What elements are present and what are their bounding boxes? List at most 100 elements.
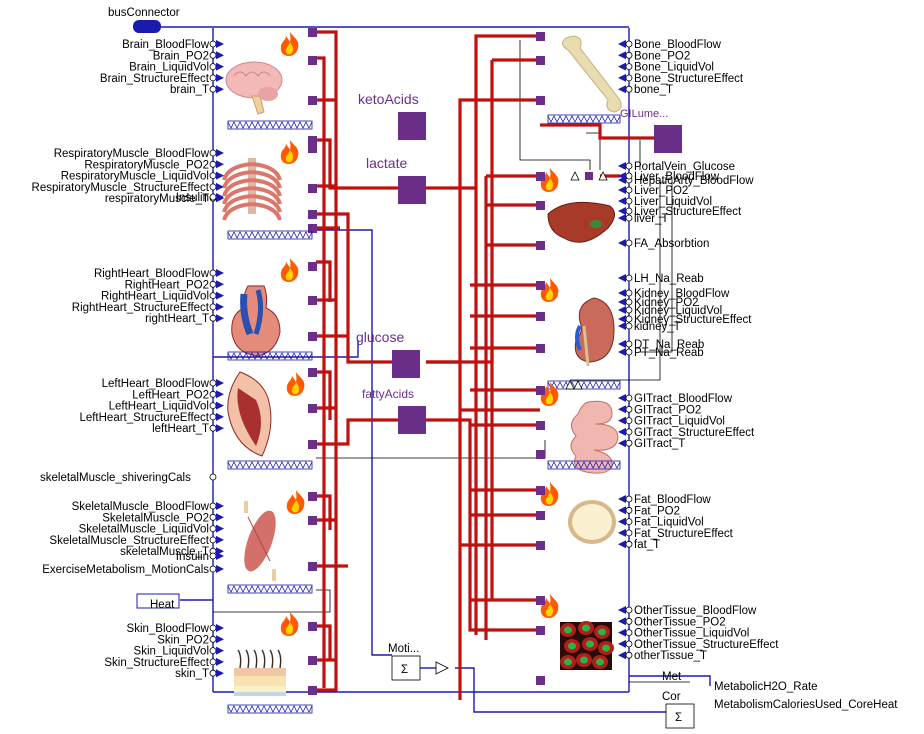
organ-block-skin[interactable]: Skin_BloodFlowSkin_PO2Skin_LiquidVolSkin… [104, 612, 317, 714]
gain-block[interactable] [435, 661, 449, 675]
output-port-circle[interactable] [625, 495, 633, 503]
input-port-triangle[interactable] [618, 197, 626, 205]
gi-lumen-block[interactable] [654, 125, 682, 153]
output-port-circle[interactable] [209, 85, 217, 93]
output-port-circle[interactable] [209, 269, 217, 277]
output-port-circle[interactable] [209, 390, 217, 398]
output-port-circle[interactable] [625, 617, 633, 625]
heat-port-box[interactable] [136, 593, 180, 609]
output-port-circle[interactable] [625, 518, 633, 525]
output-port-circle[interactable] [625, 322, 633, 330]
output-port-circle[interactable] [625, 315, 633, 323]
input-port-triangle[interactable] [618, 394, 626, 402]
substance-port[interactable] [536, 386, 545, 395]
substance-port[interactable] [536, 32, 545, 41]
output-port-circle[interactable] [209, 183, 217, 191]
signal-input-triangle[interactable] [598, 171, 608, 181]
substance-port[interactable] [308, 136, 317, 145]
input-port-triangle[interactable] [618, 528, 626, 537]
output-port-circle[interactable] [209, 379, 217, 387]
output-port-circle[interactable] [625, 306, 633, 314]
pool-block[interactable] [398, 406, 426, 434]
substance-port[interactable] [308, 656, 317, 665]
substance-port[interactable] [536, 676, 545, 685]
sum-block-frame[interactable] [391, 655, 421, 681]
substance-port[interactable] [536, 241, 545, 250]
pool-block[interactable] [392, 350, 420, 378]
input-port-triangle[interactable] [618, 416, 626, 425]
output-port-circle[interactable] [209, 193, 217, 201]
output-port-circle[interactable] [209, 160, 217, 168]
organ-block-brain[interactable]: Brain_BloodFlowBrain_PO2Brain_LiquidVolB… [100, 26, 317, 145]
output-port-circle[interactable] [209, 413, 217, 421]
output-port-circle[interactable] [625, 439, 633, 447]
input-port-triangle[interactable] [216, 73, 224, 82]
metabolite-pool-glucose[interactable]: glucose [356, 329, 420, 378]
input-port-triangle[interactable] [216, 635, 224, 644]
output-port-circle[interactable] [625, 239, 633, 247]
input-port-triangle[interactable] [618, 85, 626, 94]
input-port-triangle[interactable] [216, 379, 224, 387]
organ-block-rightheart[interactable]: RightHeart_BloodFlowRightHeart_PO2RightH… [72, 258, 317, 361]
portal-port[interactable] [585, 172, 593, 180]
output-port-circle[interactable] [209, 658, 217, 666]
input-port-triangle[interactable] [618, 628, 626, 637]
output-port-circle[interactable] [625, 74, 633, 82]
output-port-circle[interactable] [625, 640, 633, 648]
substance-port[interactable] [536, 172, 545, 181]
organ-block-fat[interactable]: Fat_BloodFlowFat_PO2Fat_LiquidVolFat_Str… [536, 482, 734, 551]
substance-port[interactable] [536, 450, 545, 459]
output-port-circle[interactable] [625, 51, 633, 59]
substance-port[interactable] [308, 144, 317, 153]
output-port-circle[interactable] [625, 629, 633, 636]
input-port-triangle[interactable] [618, 322, 626, 330]
input-port-triangle[interactable] [618, 162, 626, 170]
input-port-triangle[interactable] [618, 306, 626, 314]
input-port-triangle[interactable] [216, 502, 224, 510]
input-port-triangle[interactable] [618, 214, 626, 222]
input-port-triangle[interactable] [618, 517, 626, 526]
input-port-triangle[interactable] [216, 51, 224, 60]
organ-block-respiratory[interactable]: RespiratoryMuscle_BloodFlowRespiratoryMu… [32, 140, 317, 240]
output-port-circle[interactable] [625, 162, 633, 170]
output-port-circle[interactable] [209, 502, 217, 510]
output-port-circle[interactable] [209, 473, 217, 481]
input-port-triangle[interactable] [618, 186, 626, 194]
substance-port[interactable] [536, 421, 545, 430]
output-port-circle[interactable] [625, 340, 633, 348]
substance-port[interactable] [308, 184, 317, 193]
substance-port[interactable] [308, 210, 317, 219]
output-port-circle[interactable] [209, 424, 217, 432]
thermal-port-bar[interactable] [227, 230, 313, 240]
substance-port[interactable] [308, 404, 317, 413]
input-port-triangle[interactable] [618, 62, 626, 71]
input-port-triangle[interactable] [216, 314, 224, 323]
substance-port[interactable] [308, 440, 317, 449]
output-port-circle[interactable] [625, 298, 633, 306]
output-port-circle[interactable] [209, 624, 217, 632]
output-port-circle[interactable] [625, 606, 633, 614]
substance-port[interactable] [308, 28, 317, 37]
input-port-triangle[interactable] [216, 280, 224, 289]
output-port-circle[interactable] [625, 172, 633, 180]
input-port-triangle[interactable] [216, 171, 224, 180]
output-port-circle[interactable] [625, 394, 633, 402]
input-port-triangle[interactable] [618, 606, 626, 614]
output-port-circle[interactable] [209, 149, 217, 157]
signal-input-triangle[interactable] [570, 171, 580, 181]
thermal-port-bar[interactable] [227, 704, 313, 714]
heat-port[interactable]: Heat [136, 593, 180, 611]
input-port-triangle[interactable] [618, 495, 626, 503]
output-port-circle[interactable] [625, 417, 633, 425]
input-port-triangle[interactable] [618, 298, 626, 306]
input-port-triangle[interactable] [618, 340, 626, 348]
substance-port[interactable] [536, 626, 545, 635]
input-port-triangle[interactable] [618, 315, 626, 323]
input-port-triangle[interactable] [216, 524, 224, 533]
input-port-triangle[interactable] [618, 651, 626, 660]
organ-block-bone[interactable]: Bone_BloodFlowBone_PO2Bone_LiquidVolBone… [536, 32, 744, 124]
input-port-triangle[interactable] [216, 657, 224, 666]
signal-input-triangle[interactable] [565, 380, 575, 390]
output-port-circle[interactable] [625, 289, 633, 297]
